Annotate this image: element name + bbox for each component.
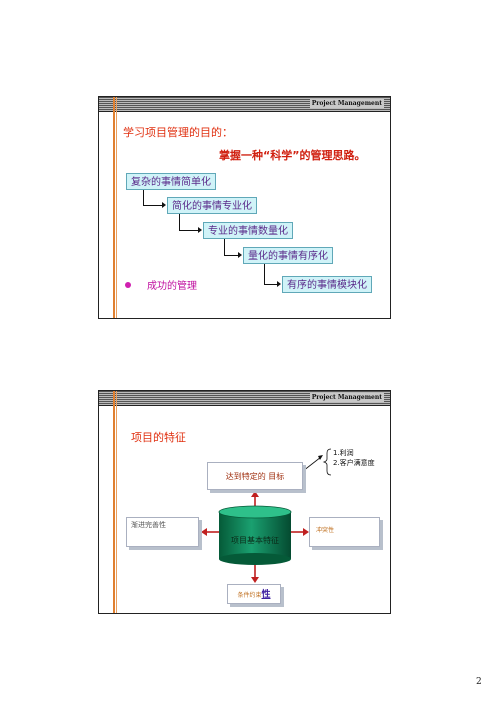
arrow-left-icon: [201, 528, 219, 536]
connector: [143, 205, 163, 206]
slide-title: 项目的特征: [131, 431, 186, 444]
connector: [179, 230, 199, 231]
accent-line-thin: [116, 391, 117, 613]
arrow-icon: [162, 202, 166, 208]
connector: [264, 264, 265, 284]
constraint-box: 条件约束性: [227, 584, 281, 604]
step-box-4: 量化的事情有序化: [243, 247, 333, 264]
pointer-arrow-icon: [302, 455, 323, 472]
progressive-box: 渐进完善性: [126, 517, 199, 547]
accent-line: [113, 391, 115, 613]
goal-item-2: 2.客户满意度: [333, 459, 375, 467]
connector: [224, 255, 239, 256]
arrow-up-icon: [251, 491, 259, 508]
slide-project-features: Project Management 项目的特征: [98, 390, 391, 614]
constraint-label: 条件约束: [237, 592, 262, 599]
feature-diagram: [201, 448, 332, 583]
slide-header-bar: Project Management: [99, 391, 390, 406]
step-box-3: 专业的事情数量化: [203, 222, 293, 239]
connector: [143, 190, 144, 205]
constraint-label-big: 性: [261, 590, 271, 600]
bullet-text: 成功的管理: [147, 281, 197, 292]
arrow-icon: [198, 227, 202, 233]
slide-header-text: Project Management: [309, 393, 384, 402]
arrow-icon: [238, 252, 242, 258]
bullet-dot-icon: [125, 282, 131, 288]
goal-items: 1.利润 2.客户满意度: [315, 448, 375, 468]
goal-box: 达到特定的 目标: [207, 462, 303, 490]
accent-line: [113, 97, 115, 318]
brace-icon: [322, 448, 332, 476]
connector: [224, 239, 225, 255]
arrow-down-icon: [251, 565, 259, 583]
connector: [264, 284, 278, 285]
conflict-box: 冲突性: [309, 517, 380, 547]
accent-line-thin: [116, 97, 117, 318]
slide-purpose: Project Management 学习项目管理的目的： 掌握一种“科学”的管…: [98, 96, 391, 319]
cylinder-label: 项目基本特征: [231, 536, 279, 545]
cylinder-icon: [218, 505, 292, 565]
goal-item-1: 1.利润: [333, 449, 354, 457]
arrow-icon: [277, 281, 281, 287]
connector: [179, 214, 180, 230]
step-box-5: 有序的事情模块化: [282, 276, 372, 293]
arrow-right-icon: [291, 528, 309, 536]
slide-header-text: Project Management: [309, 99, 384, 108]
slide-subtitle: 掌握一种“科学”的管理思路。: [219, 149, 366, 162]
slide-header-bar: Project Management: [99, 97, 390, 112]
step-box-1: 复杂的事情简单化: [126, 173, 216, 190]
step-box-2: 简化的事情专业化: [167, 197, 257, 214]
slide-title: 学习项目管理的目的：: [123, 126, 233, 139]
page-number: 2: [476, 677, 482, 687]
